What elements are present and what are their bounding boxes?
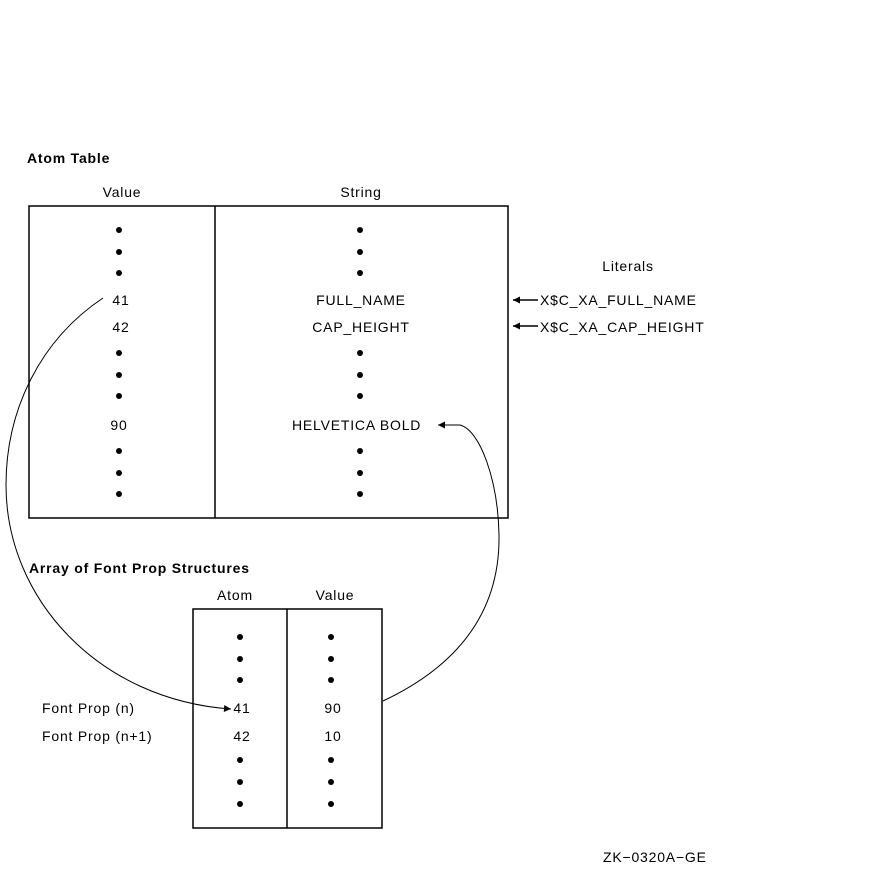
font-prop-row-value: 90 <box>324 700 341 716</box>
atom-table-value-ellipsis-bottom <box>116 448 122 497</box>
atom-table-string-ellipsis-top <box>357 227 363 276</box>
atom-table-row-string: CAP_HEIGHT <box>312 319 409 335</box>
font-prop-row-atom: 42 <box>233 728 250 744</box>
atom-table-value-ellipsis-mid <box>116 350 122 399</box>
atom-table-string-header: String <box>340 184 381 200</box>
atom-table-row-value: 42 <box>112 319 129 335</box>
figure-id: ZK−0320A−GE <box>603 849 707 865</box>
atom-table-box <box>28 205 509 519</box>
atom-table-string-ellipsis-mid <box>357 350 363 399</box>
font-prop-row-value: 10 <box>324 728 341 744</box>
font-prop-atom-ellipsis-top <box>237 634 243 683</box>
literals-title: Literals <box>602 258 654 274</box>
atom-table-value-header: Value <box>103 184 142 200</box>
font-prop-row-atom: 41 <box>233 700 250 716</box>
atom-table-row-string: HELVETICA BOLD <box>292 417 421 433</box>
value-90-link-arrow <box>382 421 500 702</box>
font-prop-value-ellipsis-bottom <box>328 757 334 807</box>
atom-table-row-value: 90 <box>110 417 127 433</box>
literal-cap-height: X$C_XA_CAP_HEIGHT <box>540 319 705 335</box>
font-prop-value-ellipsis-top <box>328 634 334 683</box>
atom-table-row-value: 41 <box>112 292 129 308</box>
literal-full-name: X$C_XA_FULL_NAME <box>540 292 697 308</box>
atom-table-row-string: FULL_NAME <box>316 292 406 308</box>
atom-table-value-ellipsis-top <box>116 227 122 276</box>
font-prop-atom-ellipsis-bottom <box>237 757 243 807</box>
font-prop-atom-header: Atom <box>217 587 253 603</box>
atom-table-title: Atom Table <box>27 150 110 166</box>
font-prop-row-label: Font Prop (n+1) <box>42 728 152 744</box>
font-prop-row-label: Font Prop (n) <box>42 700 135 716</box>
font-prop-value-header: Value <box>316 587 355 603</box>
font-prop-array-title: Array of Font Prop Structures <box>29 560 250 576</box>
atom-table-string-ellipsis-bottom <box>357 448 363 497</box>
atom-41-link-arrow <box>5 297 232 713</box>
